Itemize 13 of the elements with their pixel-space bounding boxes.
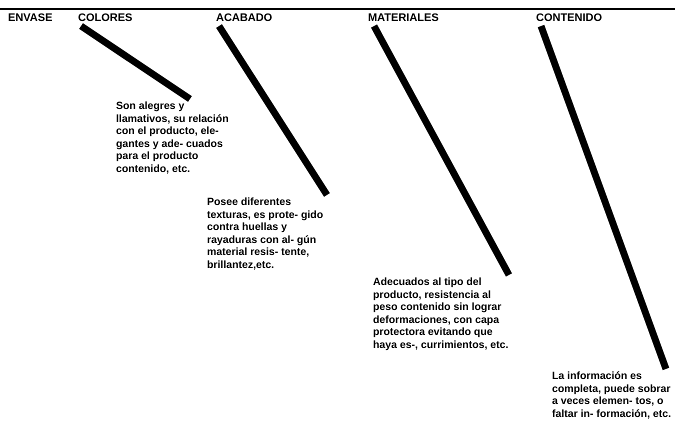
heading-label: ENVASE [8,11,52,25]
description-text: La información es completa, puede sobrar a veces elemen- tos, o faltar in- formación, etc. [552,370,672,420]
connector-line [538,24,670,370]
description-text: Adecuados al tipo del producto, resistencia al peso contenido sin lograr deformaciones, con capa protectora evitando que haya es-, currimientos, etc. [373,276,510,351]
category-label: CONTENIDO [536,11,603,25]
description-text: Posee diferentes texturas, es prote- gido contra huellas y rayaduras con al- gún material resis- tente, brillantez,etc. [207,196,324,271]
connector-line [79,23,192,102]
description-text: Son alegres y llamativos, su relación con el producto, ele- gantes y ade- cuados para el producto contenido, etc. [116,100,230,175]
category-label: MATERIALES [368,11,440,25]
category-label: COLORES [78,11,134,25]
category-label: ACABADO [216,11,274,25]
connector-line [370,24,512,277]
connector-line [216,24,330,197]
